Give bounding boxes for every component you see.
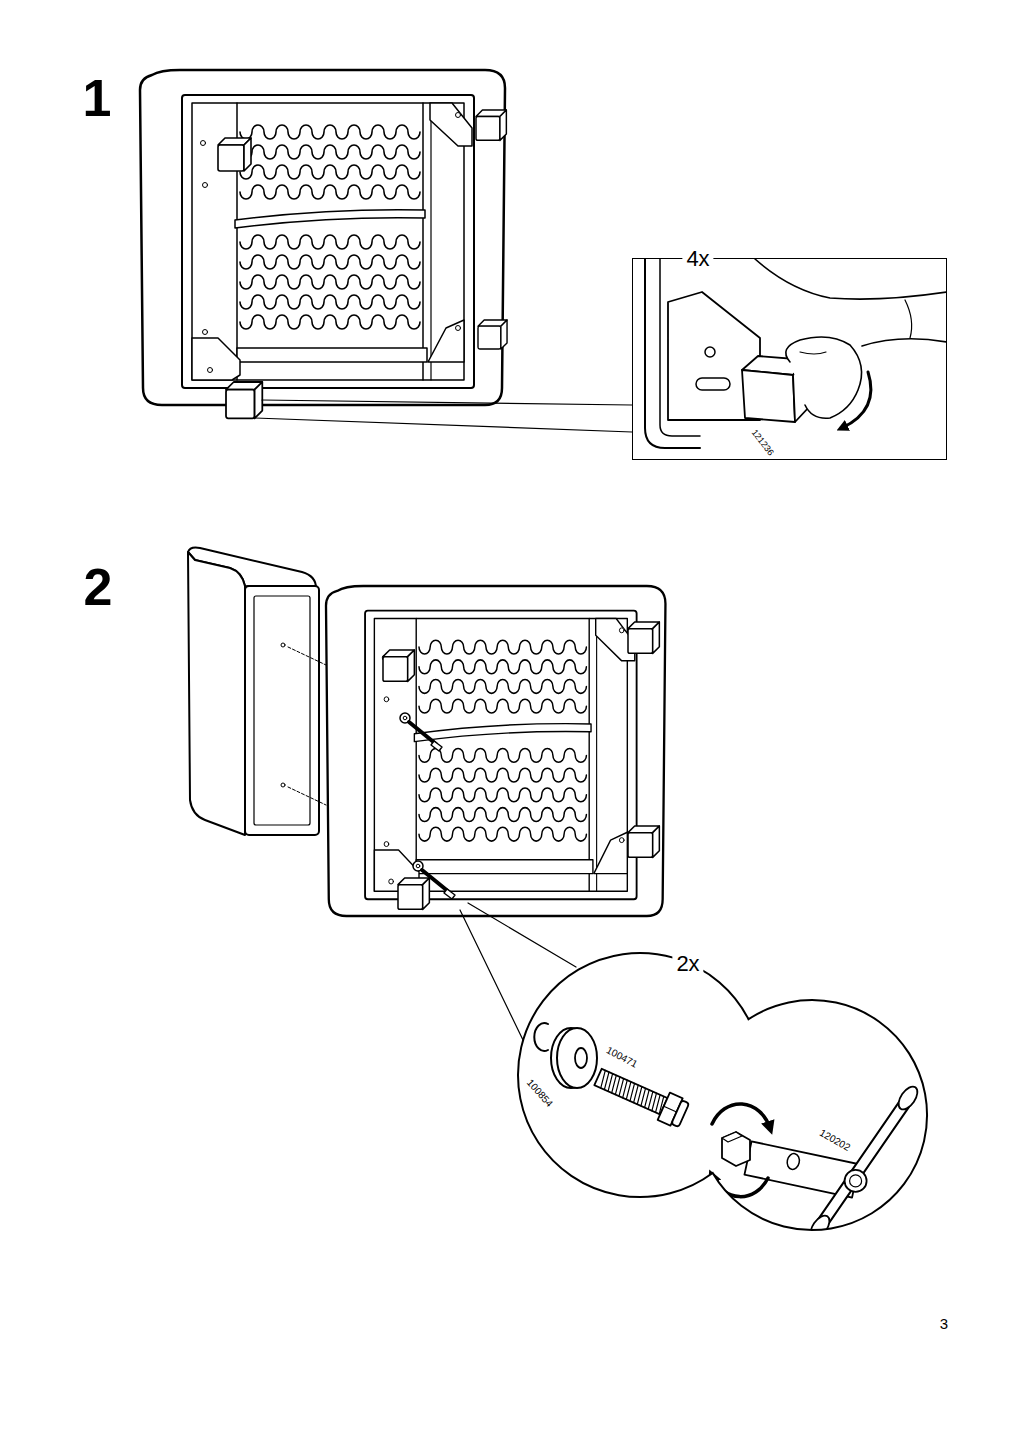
step-one-figure xyxy=(226,382,262,418)
step-number: 1 xyxy=(82,70,113,127)
step-two-figure xyxy=(383,650,414,681)
inset-detail xyxy=(705,347,715,357)
page-number: 3 xyxy=(939,1316,949,1333)
bubble-detail xyxy=(534,1023,548,1051)
step-two-figure xyxy=(188,552,245,835)
step-one-figure xyxy=(478,320,507,349)
step-number: 2 xyxy=(83,559,114,616)
magnifier-bubble: 2x xyxy=(518,953,927,1230)
bubble-detail xyxy=(518,953,927,1242)
bubble-detail xyxy=(895,1083,921,1112)
step-one-figure xyxy=(140,70,505,405)
step-two-figure xyxy=(444,889,455,899)
step-two-figure xyxy=(416,864,420,868)
bubble-detail xyxy=(534,1023,921,1242)
step-two-figure xyxy=(281,783,285,787)
bubble-detail xyxy=(592,1063,690,1129)
bubble-detail xyxy=(712,1176,768,1197)
quantity-label: 2x xyxy=(672,952,703,976)
step-one-figure xyxy=(476,110,506,140)
bubble-detail xyxy=(823,1103,905,1222)
step-two-figure xyxy=(628,622,659,653)
inset-detail xyxy=(905,300,912,338)
quantity-label: 4x xyxy=(682,247,713,271)
step-two-figure xyxy=(403,716,407,720)
bubble-detail xyxy=(712,1104,770,1128)
step-two-figure xyxy=(288,647,326,665)
part-number: 121236 xyxy=(748,427,776,458)
bubble-detail xyxy=(823,1103,905,1222)
step-two-figure xyxy=(468,903,576,967)
step-one-figure xyxy=(262,400,632,405)
part-number: 100854 xyxy=(524,1076,556,1110)
inset-detail xyxy=(696,378,730,390)
step-one-figure xyxy=(255,418,632,432)
bubble-detail xyxy=(845,1170,867,1192)
part-number: 100471 xyxy=(604,1044,640,1070)
bubble-detail xyxy=(664,1106,677,1112)
bubble-detail xyxy=(671,1100,689,1127)
inset-detail xyxy=(645,259,946,448)
step-one-figure xyxy=(140,70,632,432)
bubble-outline xyxy=(518,953,927,1230)
bubble-detail xyxy=(575,1048,587,1068)
inset-detail xyxy=(800,352,826,354)
step-two-figure xyxy=(628,826,659,857)
bubble-outline xyxy=(518,953,927,1230)
inset-detail xyxy=(786,337,862,418)
bubble-detail xyxy=(518,953,927,1230)
step-one-figure xyxy=(218,138,251,171)
step-two-figure xyxy=(422,870,449,892)
bubble-detail xyxy=(722,1132,750,1166)
bubble-detail xyxy=(722,1132,742,1142)
bubble-detail xyxy=(807,1212,833,1241)
step-two-figure xyxy=(254,596,310,825)
inset-box: 4x xyxy=(632,258,947,460)
inset-detail xyxy=(742,370,795,422)
bubble-detail xyxy=(557,1028,597,1088)
inset-detail xyxy=(842,372,871,428)
inset-detail xyxy=(633,259,946,459)
bolt-thread xyxy=(598,1070,667,1114)
step-two-figure xyxy=(431,741,442,751)
bubble-detail xyxy=(786,1152,801,1170)
step-two-figure xyxy=(398,878,429,909)
step-two-figure xyxy=(326,586,665,916)
inset-detail xyxy=(633,259,947,459)
part-number: 120202 xyxy=(817,1126,853,1153)
step-two-figure xyxy=(281,643,285,647)
inset-detail xyxy=(755,259,946,299)
step-two-figure xyxy=(288,787,326,805)
step-two-figure xyxy=(409,722,436,744)
step-two-figure xyxy=(245,586,319,835)
bubble-detail xyxy=(850,1175,862,1187)
step-two-figure xyxy=(460,910,523,1040)
inset-detail xyxy=(862,339,946,346)
bubble-detail xyxy=(594,1069,667,1115)
